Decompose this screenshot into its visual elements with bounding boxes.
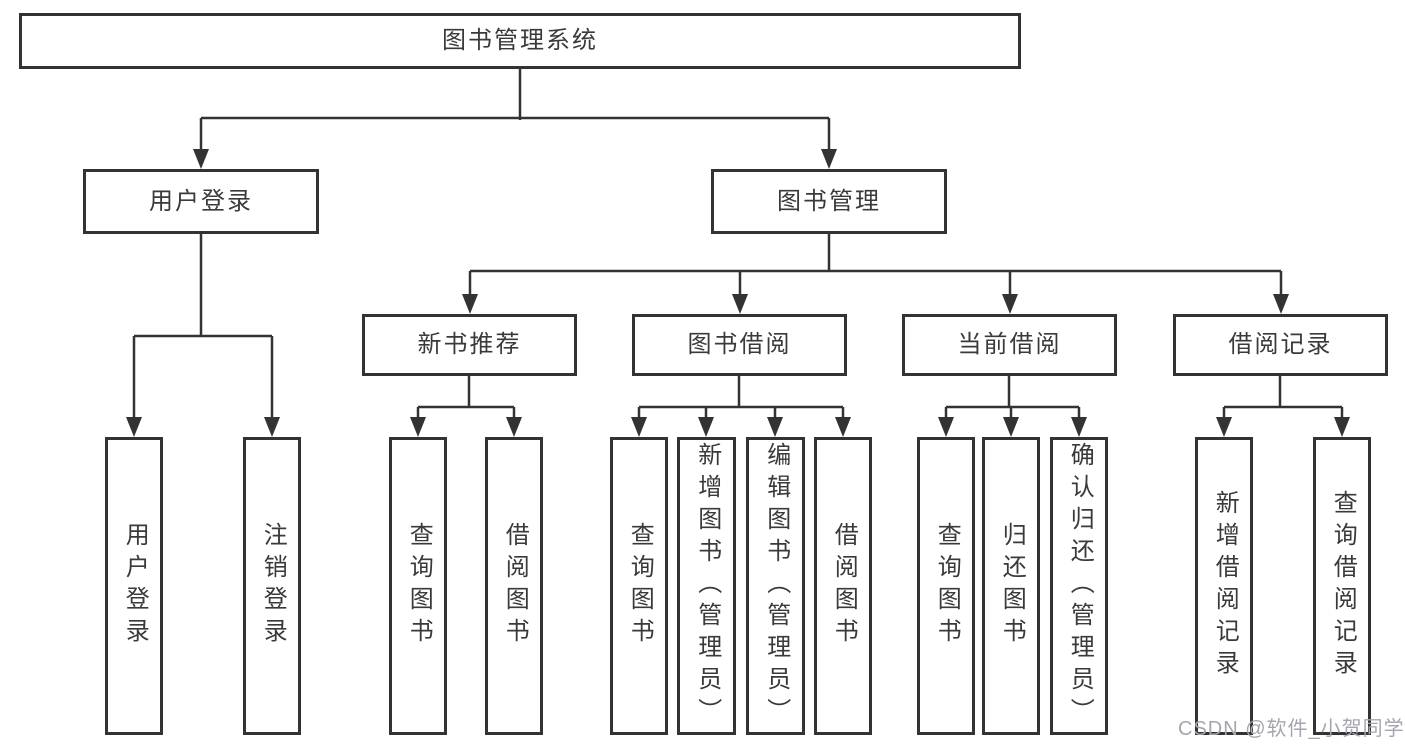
leaf-confirm-return-admin-label: 确认归还（管理员） xyxy=(1066,442,1094,730)
arrowheads xyxy=(126,149,1350,437)
leaf-borrow-books-borrowing-label: 借阅图书 xyxy=(830,522,858,650)
node-borrow-records: 借阅记录 xyxy=(1173,314,1388,376)
leaf-query-books-borrowing-label: 查询图书 xyxy=(626,522,654,650)
node-library-system: 图书管理系统 xyxy=(19,13,1021,69)
node-new-book-recommend: 新书推荐 xyxy=(362,314,577,376)
node-book-borrowing: 图书借阅 xyxy=(632,314,847,376)
leaf-logout-label: 注销登录 xyxy=(259,522,287,650)
leaf-query-books-recommend-label: 查询图书 xyxy=(405,522,433,650)
leaf-logout: 注销登录 xyxy=(243,437,301,735)
leaf-add-books-admin-label: 新增图书（管理员） xyxy=(693,442,721,730)
leaf-query-borrow-record: 查询借阅记录 xyxy=(1313,437,1371,735)
leaf-user-login: 用户登录 xyxy=(105,437,163,735)
leaf-return-books: 归还图书 xyxy=(982,437,1040,735)
leaf-query-books-current-label: 查询图书 xyxy=(933,522,961,650)
leaf-return-books-label: 归还图书 xyxy=(998,522,1026,650)
node-book-management: 图书管理 xyxy=(711,169,947,234)
leaf-borrow-books-recommend-label: 借阅图书 xyxy=(501,522,529,650)
csdn-watermark: CSDN @软件_小贺同学 xyxy=(1178,718,1405,740)
leaf-confirm-return-admin: 确认归还（管理员） xyxy=(1050,437,1108,735)
leaf-user-login-label: 用户登录 xyxy=(121,522,149,650)
leaf-borrow-books-recommend: 借阅图书 xyxy=(485,437,543,735)
leaf-edit-books-admin: 编辑图书（管理员） xyxy=(746,437,805,735)
leaf-query-books-borrowing: 查询图书 xyxy=(610,437,668,735)
node-user-login-group: 用户登录 xyxy=(83,169,319,234)
leaf-add-borrow-record: 新增借阅记录 xyxy=(1195,437,1253,735)
leaf-query-books-current: 查询图书 xyxy=(917,437,975,735)
leaf-edit-books-admin-label: 编辑图书（管理员） xyxy=(762,442,790,730)
leaf-query-borrow-record-label: 查询借阅记录 xyxy=(1329,490,1357,682)
leaf-add-books-admin: 新增图书（管理员） xyxy=(677,437,736,735)
leaf-borrow-books-borrowing: 借阅图书 xyxy=(814,437,872,735)
node-current-borrowing: 当前借阅 xyxy=(902,314,1117,376)
leaf-add-borrow-record-label: 新增借阅记录 xyxy=(1211,490,1239,682)
leaf-query-books-recommend: 查询图书 xyxy=(389,437,447,735)
